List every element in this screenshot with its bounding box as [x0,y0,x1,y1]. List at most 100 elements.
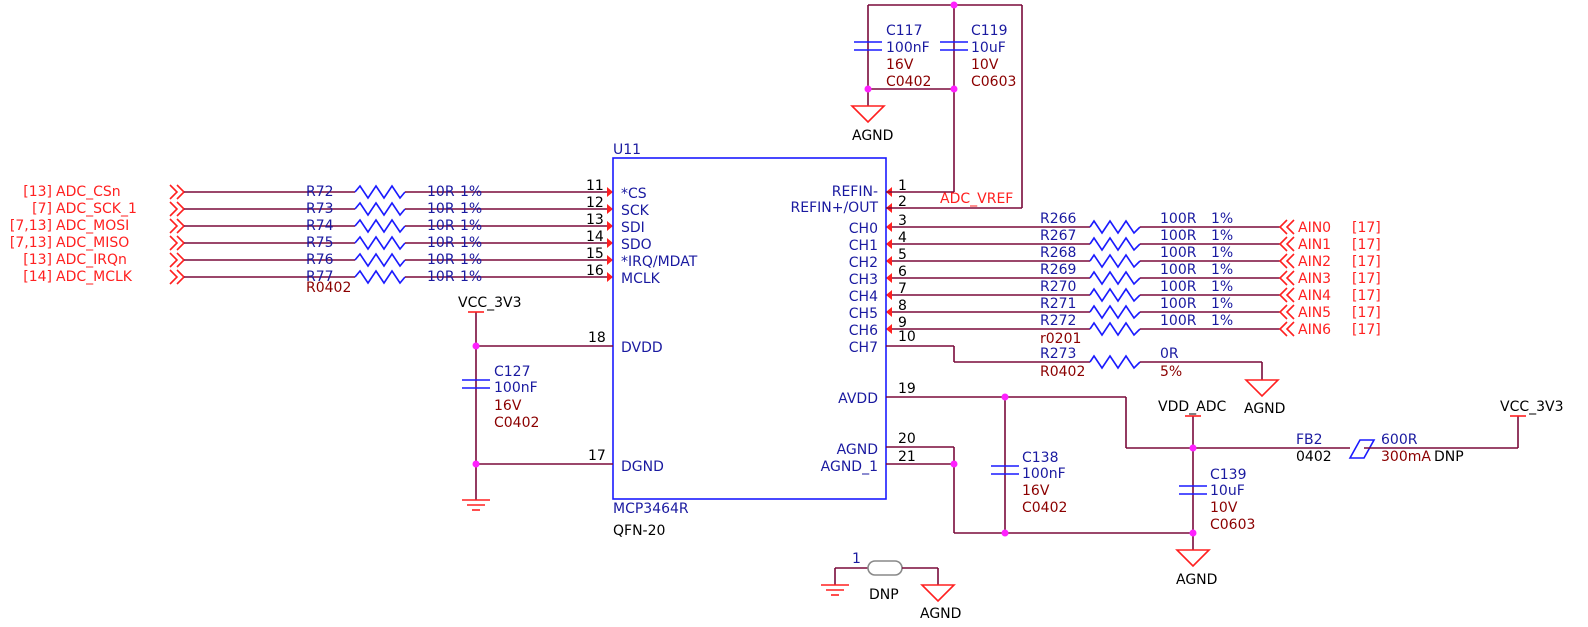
u11-part: MCP3464R [613,501,689,517]
agnd-icon [850,105,886,124]
svg-text:MCLK: MCLK [621,271,661,287]
svg-text:1%: 1% [1211,211,1233,227]
svg-text:7: 7 [898,281,907,297]
svg-text:2: 2 [898,194,907,210]
svg-text:[17]: [17] [1352,254,1381,270]
earth-ground-icon [462,499,490,511]
svg-text:17: 17 [588,448,606,464]
svg-text:16V: 16V [886,57,914,73]
svg-text:CH2: CH2 [849,255,878,271]
svg-text:CH4: CH4 [849,289,878,305]
jumper-icon [867,560,903,576]
svg-text:18: 18 [588,330,606,346]
svg-text:3: 3 [898,213,907,229]
svg-text:1%: 1% [460,252,482,268]
svg-text:AGND: AGND [837,442,878,458]
svg-text:CH7: CH7 [849,340,878,356]
svg-text:C117: C117 [886,23,923,39]
svg-text:10uF: 10uF [971,40,1006,56]
svg-text:r0201: r0201 [1040,331,1081,347]
svg-text:R76: R76 [306,252,334,268]
svg-text:R74: R74 [306,218,334,234]
svg-text:11: 11 [586,178,604,194]
svg-text:AIN1: AIN1 [1298,237,1331,253]
svg-text:CH5: CH5 [849,306,878,322]
svg-text:10: 10 [898,329,916,345]
svg-text:DVDD: DVDD [621,340,663,356]
svg-text:[17]: [17] [1352,271,1381,287]
svg-text:C0402: C0402 [886,74,931,90]
svg-text:AIN2: AIN2 [1298,254,1331,270]
svg-text:AIN0: AIN0 [1298,220,1331,236]
svg-text:1%: 1% [1211,313,1233,329]
adc-vref-net: ADC_VREF [940,191,1013,207]
svg-text:R0402: R0402 [306,280,351,296]
u11-package: QFN-20 [613,523,665,539]
svg-text:ADC_CSn: ADC_CSn [56,184,121,200]
svg-text:VCC_3V3: VCC_3V3 [1500,399,1564,415]
svg-text:14: 14 [586,229,604,245]
svg-text:4: 4 [898,230,907,246]
svg-text:100R: 100R [1160,313,1197,329]
svg-text:REFIN+/OUT: REFIN+/OUT [791,200,879,216]
svg-text:DNP: DNP [1434,449,1464,465]
svg-text:16V: 16V [1022,483,1050,499]
svg-text:R273: R273 [1040,346,1076,362]
svg-text:[17]: [17] [1352,237,1381,253]
svg-text:CH3: CH3 [849,272,878,288]
svg-text:R77: R77 [306,269,334,285]
svg-text:AGND: AGND [1176,572,1217,588]
svg-text:C0402: C0402 [1022,500,1067,516]
svg-text:R0402: R0402 [1040,364,1085,380]
svg-text:100R: 100R [1160,228,1197,244]
svg-text:*IRQ/MDAT: *IRQ/MDAT [621,254,698,270]
svg-text:6: 6 [898,264,907,280]
svg-text:C0603: C0603 [1210,517,1255,533]
svg-text:[13]: [13] [23,252,52,268]
svg-text:[17]: [17] [1352,220,1381,236]
svg-text:[7,13]: [7,13] [10,235,52,251]
u11-body[interactable] [612,157,887,500]
svg-text:21: 21 [898,449,916,465]
svg-text:10R: 10R [427,184,455,200]
svg-text:SCK: SCK [621,203,650,219]
svg-text:15: 15 [586,246,604,262]
svg-text:100R: 100R [1160,279,1197,295]
svg-text:AGND: AGND [1244,401,1285,417]
u11-ref: U11 [613,142,641,158]
c127-val: 100nF [494,380,538,396]
svg-text:1%: 1% [460,235,482,251]
svg-text:CH0: CH0 [849,221,878,237]
svg-text:REFIN-: REFIN- [832,184,878,200]
svg-text:AVDD: AVDD [838,391,878,407]
svg-text:1%: 1% [1211,245,1233,261]
svg-text:10V: 10V [1210,500,1238,516]
svg-text:10V: 10V [971,57,999,73]
svg-text:VDD_ADC: VDD_ADC [1158,399,1226,415]
vcc-3v3-label-left: VCC_3V3 [458,295,522,311]
svg-text:R266: R266 [1040,211,1077,227]
svg-text:100R: 100R [1160,296,1197,312]
svg-text:1%: 1% [1211,228,1233,244]
svg-text:AIN6: AIN6 [1298,322,1331,338]
svg-text:0R: 0R [1160,346,1179,362]
svg-text:[13]: [13] [23,184,52,200]
svg-text:0402: 0402 [1296,449,1332,465]
svg-text:16: 16 [586,263,604,279]
svg-text:1%: 1% [1211,296,1233,312]
svg-text:[17]: [17] [1352,305,1381,321]
